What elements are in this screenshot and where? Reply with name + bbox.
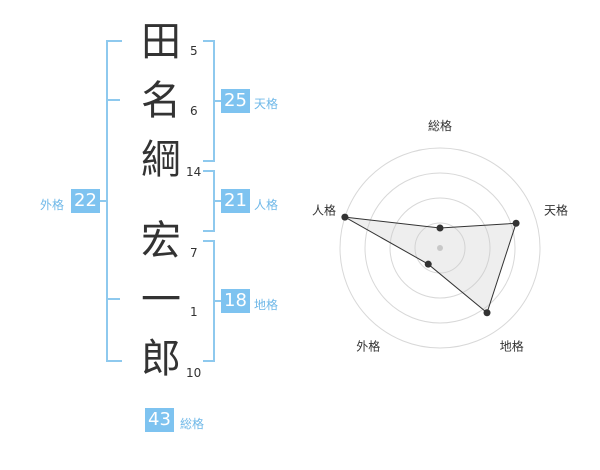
radar-ring-1 — [414, 222, 466, 274]
jinkaku-label: 人格 — [254, 198, 279, 212]
stroke-count-6: 10 — [186, 366, 202, 380]
gaikaku-tick-upper — [106, 99, 120, 101]
radar-axis-label-3: 地格 — [500, 339, 524, 354]
name-char-3: 綱 — [141, 137, 181, 183]
chikaku-value: 18 — [221, 289, 250, 313]
gaikaku-tick-lower — [106, 298, 120, 300]
soukaku-label: 総格 — [180, 417, 205, 431]
jinkaku-value: 21 — [221, 189, 250, 213]
gaikaku-bracket — [106, 40, 122, 362]
radar-center — [437, 245, 443, 251]
gaikaku-value: 22 — [71, 189, 100, 213]
radar-ring-4 — [339, 147, 541, 349]
gaikaku-connector — [99, 200, 107, 202]
radar-point-3 — [483, 309, 491, 317]
stroke-count-2: 6 — [190, 104, 198, 118]
name-char-6: 郎 — [141, 336, 181, 382]
jinkaku-connector — [214, 200, 222, 202]
stroke-count-4: 7 — [190, 246, 198, 260]
radar-axis-label-1: 総格 — [428, 118, 452, 133]
stroke-count-1: 5 — [190, 44, 198, 58]
name-char-4: 宏 — [141, 218, 181, 264]
name-char-2: 名 — [141, 78, 181, 124]
radar-point-2 — [512, 219, 520, 227]
radar-axis-label-5: 人格 — [312, 202, 336, 217]
name-char-5: 一 — [141, 277, 181, 323]
chikaku-label: 地格 — [254, 298, 279, 312]
gaikaku-label: 外格 — [40, 198, 65, 212]
name-char-1: 田 — [141, 19, 181, 65]
radar-point-4 — [424, 260, 432, 268]
soukaku-value: 43 — [145, 408, 174, 432]
tenkaku-value: 25 — [221, 89, 250, 113]
chikaku-connector — [214, 300, 222, 302]
tenkaku-connector — [214, 100, 222, 102]
radar-axis-label-4: 外格 — [356, 339, 380, 354]
radar-point-1 — [436, 224, 444, 232]
radar-ring-3 — [364, 172, 516, 324]
stroke-count-3: 14 — [186, 165, 202, 179]
radar-ring-2 — [389, 197, 491, 299]
radar-point-5 — [341, 213, 349, 221]
tenkaku-label: 天格 — [254, 97, 279, 111]
stroke-count-5: 1 — [190, 305, 198, 319]
radar-axis-label-2: 天格 — [544, 202, 568, 217]
